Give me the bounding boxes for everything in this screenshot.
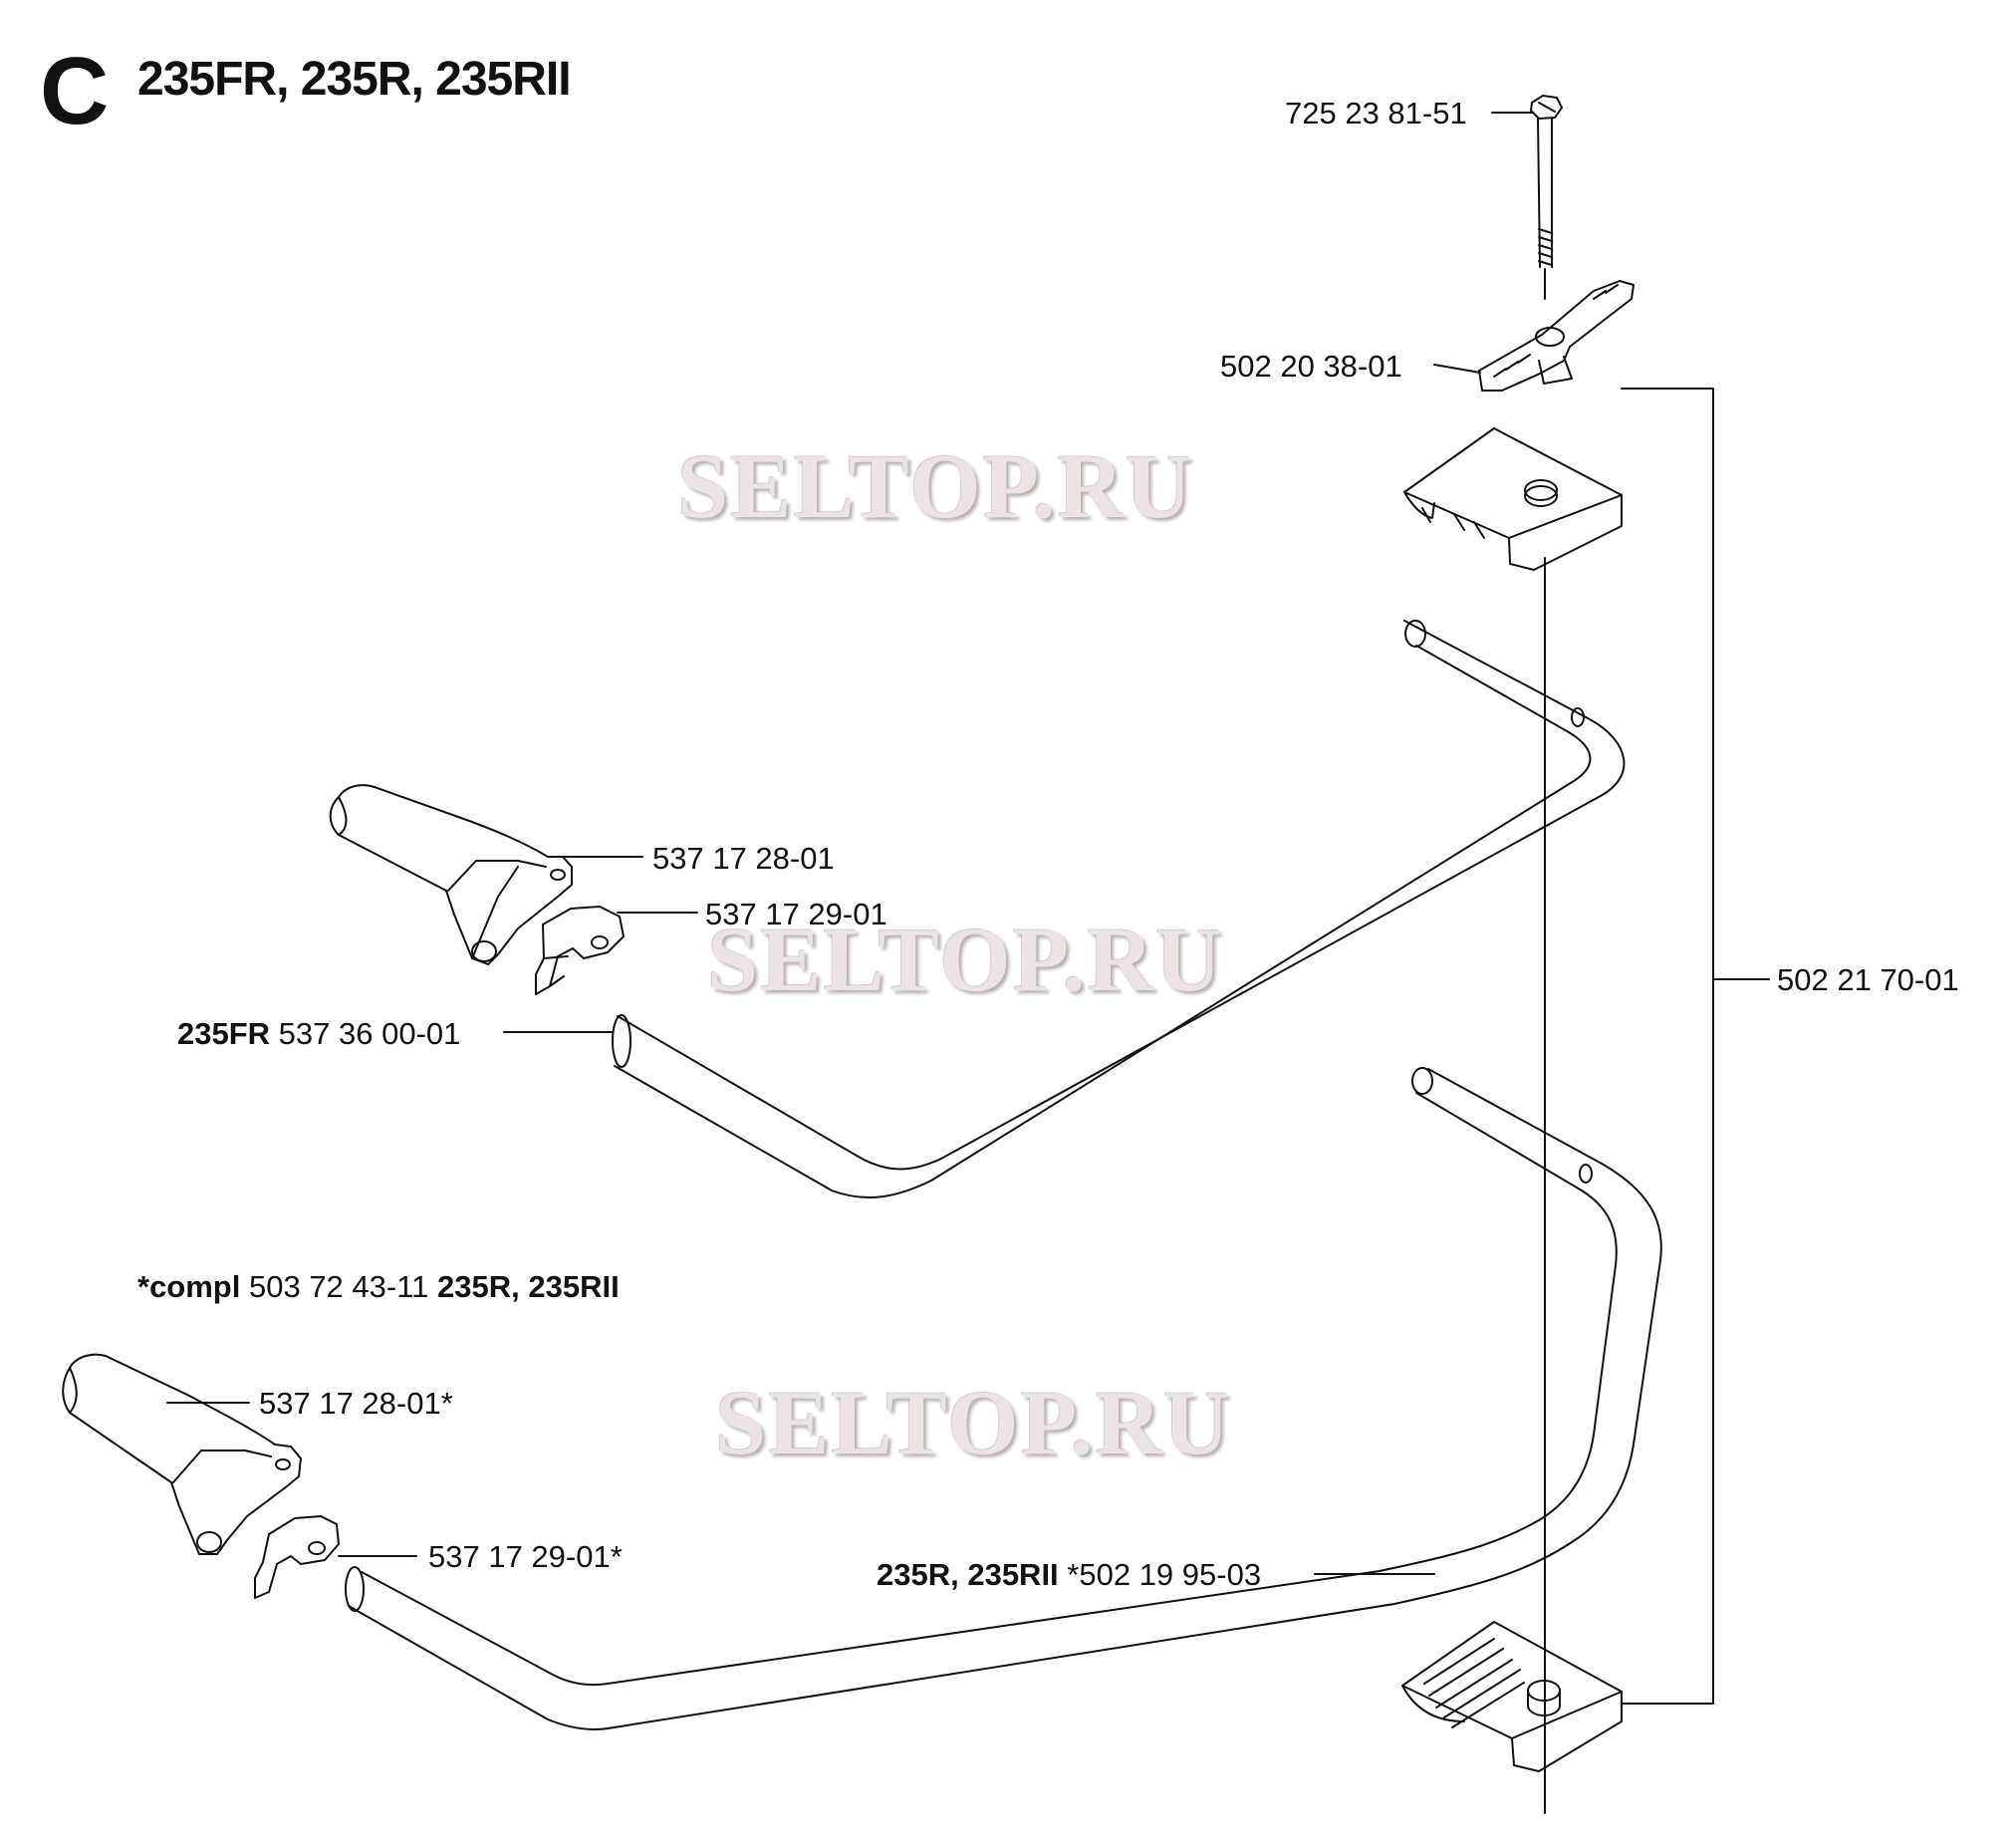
watermark: SELTOP.RU bbox=[715, 1372, 1232, 1473]
leader-lines bbox=[166, 112, 1533, 1575]
watermark: SELTOP.RU bbox=[707, 909, 1224, 1010]
compl-models: 235R, 235RII bbox=[437, 1269, 620, 1304]
bolt-part bbox=[1530, 95, 1563, 300]
callout-handlebar-r: 235R, 235RII *502 19 95-03 bbox=[877, 1559, 1261, 1590]
handlebar-r-part bbox=[345, 1067, 1662, 1730]
callout-bolt: 725 23 81-51 bbox=[1285, 96, 1467, 131]
handle-clip-fr-part bbox=[535, 906, 625, 995]
callout-handle-grip-fr: 537 17 28-01 bbox=[652, 841, 835, 876]
kit-bracket-line bbox=[1621, 388, 1714, 1705]
part-number: 537 36 00-01 bbox=[278, 1016, 461, 1051]
callout-clamp-kit: 502 21 70-01 bbox=[1777, 962, 1959, 997]
model-r: 235R, 235RII bbox=[877, 1557, 1059, 1592]
watermark: SELTOP.RU bbox=[677, 435, 1194, 537]
handlebar-fr-part bbox=[612, 620, 1626, 1199]
callout-wing-knob: 502 20 38-01 bbox=[1220, 349, 1402, 384]
handle-grip-r-part bbox=[62, 1353, 302, 1555]
section-letter: C bbox=[40, 38, 110, 144]
compl-note: *compl 503 72 43-11 235R, 235RII bbox=[137, 1271, 620, 1302]
callout-handlebar-fr: 235FR 537 36 00-01 bbox=[177, 1018, 460, 1049]
top-clamp-part bbox=[1403, 427, 1623, 571]
page-title: 235FR, 235R, 235RII bbox=[137, 53, 572, 106]
callout-handle-clip-r: 537 17 29-01* bbox=[428, 1539, 623, 1574]
callout-handle-clip-fr: 537 17 29-01 bbox=[705, 897, 887, 931]
callout-handle-grip-r: 537 17 28-01* bbox=[259, 1386, 453, 1421]
model-fr: 235FR bbox=[177, 1016, 271, 1051]
wing-knob-part bbox=[1478, 280, 1635, 392]
compl-number: 503 72 43-11 bbox=[248, 1269, 429, 1304]
handle-grip-fr-part bbox=[329, 784, 573, 965]
part-number: *502 19 95-03 bbox=[1067, 1557, 1262, 1592]
bottom-clamp-part bbox=[1401, 1621, 1623, 1772]
compl-prefix: *compl bbox=[137, 1269, 241, 1304]
handle-clip-r-part bbox=[254, 1515, 340, 1599]
